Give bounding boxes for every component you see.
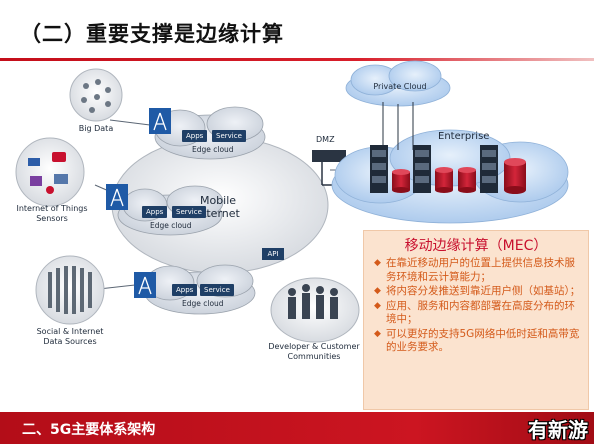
diamond-bullet-icon: ◆ [374, 258, 381, 268]
social-data-icon [35, 255, 105, 325]
enterprise-databases [392, 158, 526, 194]
dmz-label: DMZ [316, 135, 335, 144]
mec-info-box: 移动边缘计算（MEC） ◆在靠近移动用户的位置上提供信息技术服务环境和云计算能力… [363, 230, 589, 410]
diamond-bullet-icon: ◆ [374, 328, 381, 339]
page-title: （二）重要支撑是边缘计算 [20, 22, 284, 46]
edge-cloud-label: Edge cloud [182, 299, 224, 308]
private-cloud-label: Private Cloud [373, 82, 427, 91]
service-chip: Service [212, 130, 246, 142]
antenna-icon-bottom [134, 272, 156, 298]
diamond-bullet-icon: ◆ [374, 300, 381, 311]
title-divider [0, 58, 594, 61]
diamond-bullet-icon: ◆ [374, 286, 381, 296]
social-label: Social & Internet Data Sources [36, 327, 104, 346]
private-cloud [345, 60, 451, 107]
antenna-icon-middle [106, 184, 128, 210]
mec-list-item: ◆将内容分发推送到靠近用户侧（如基站）； [374, 285, 581, 297]
mec-title: 移动边缘计算（MEC） [404, 238, 548, 254]
edge-cloud-top [154, 106, 266, 160]
developer-label: Developer & Customer Communities [268, 342, 360, 361]
api-chip: API [262, 248, 284, 260]
edge-cloud-label: Edge cloud [192, 145, 234, 154]
enterprise-servers [370, 145, 498, 193]
mec-list-item: ◆应用、服务和内容都部署在高度分布的环境中； [374, 299, 575, 326]
apps-chip: Apps [182, 130, 208, 142]
mec-list-item: ◆在靠近移动用户的位置上提供信息技术服务环境和云计算能力； [374, 257, 575, 283]
service-chip: Service [172, 206, 206, 218]
developer-community-icon [270, 277, 360, 343]
mec-list-item: ◆可以更好的支持5G网络中低时延和高带宽的业务要求。 [374, 327, 580, 354]
architecture-diagram [15, 60, 569, 343]
antenna-icon-top [149, 108, 171, 134]
apps-chip: Apps [172, 284, 198, 296]
big-data-icon [69, 68, 123, 122]
apps-chip: Apps [142, 206, 168, 218]
big-data-label: Big Data [78, 124, 114, 133]
mec-list: ◆在靠近移动用户的位置上提供信息技术服务环境和云计算能力； ◆将内容分发推送到靠… [374, 257, 582, 356]
watermark-logo: 有新游 [528, 418, 588, 442]
footer-bar: 二、5G主要体系架构 有新游 [0, 412, 594, 444]
mobile-internet-label: Mobile Internet [196, 194, 240, 220]
enterprise-label: Enterprise [438, 131, 490, 142]
iot-sensors-icon [15, 137, 85, 207]
service-chip: Service [200, 284, 234, 296]
iot-label: Internet of Things Sensors [16, 204, 88, 223]
edge-cloud-label: Edge cloud [150, 221, 192, 230]
section-title: 二、5G主要体系架构 [22, 422, 156, 438]
